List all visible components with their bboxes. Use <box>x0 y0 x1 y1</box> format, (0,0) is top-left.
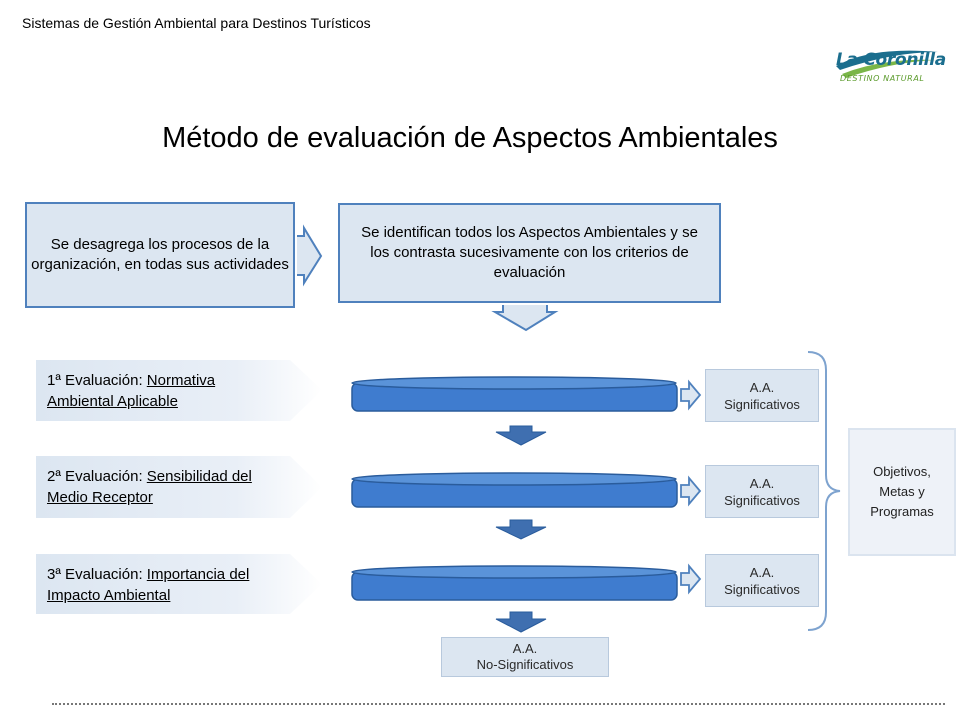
aa-significant-2-line1: A.A. <box>749 475 775 491</box>
eval-2-criterion: Sensibilidad del Medio Receptor <box>47 468 252 506</box>
eval-1-criterion: Normativa Ambiental Aplicable <box>47 372 216 410</box>
aa-significant-3: A.A.Significativos <box>705 554 819 607</box>
arrow-right-2 <box>680 475 702 507</box>
logo-name: La Coronilla <box>836 50 946 70</box>
eval-1-prefix: 1ª Evaluación: <box>47 372 147 389</box>
arrow-down-step <box>491 305 559 332</box>
arrow-down-3 <box>495 611 547 633</box>
outcome-line3: Programas <box>870 504 934 519</box>
page-title: Método de evaluación de Aspectos Ambient… <box>162 122 778 154</box>
arrow-right-3 <box>680 563 702 595</box>
aa-significant-3-line2: Significativos <box>724 581 800 597</box>
logo-mark <box>836 50 938 78</box>
arrow-right-step <box>297 224 323 287</box>
aa-significant-2: A.A.Significativos <box>705 465 819 518</box>
aa-nonsignificant-line2: No-Significativos <box>476 657 574 672</box>
filter-3 <box>351 565 678 601</box>
aa-significant-2-line2: Significativos <box>724 492 800 508</box>
step-identify-text: Se identifican todos los Aspectos Ambien… <box>361 224 698 281</box>
aa-significant-3-line1: A.A. <box>749 564 775 580</box>
step-disaggregate-text: Se desagrega los procesos de la organiza… <box>31 236 289 273</box>
eval-3-criterion: Importancia del Impacto Ambiental <box>47 566 250 604</box>
step-disaggregate-box: Se desagrega los procesos de la organiza… <box>25 202 295 308</box>
logo-wave-green <box>842 59 936 78</box>
aa-significant-1-line1: A.A. <box>749 379 775 395</box>
logo-tagline: DESTINO NATURAL <box>840 74 925 83</box>
arrow-down-2 <box>495 519 547 540</box>
filter-2 <box>351 472 678 508</box>
footer-divider <box>52 703 945 705</box>
logo-wave-blue <box>836 50 938 70</box>
right-brace <box>807 351 841 631</box>
eval-shape-1 <box>36 360 322 421</box>
outcome-box: Objetivos, Metas y Programas <box>848 428 956 556</box>
aa-significant-1-line2: Significativos <box>724 396 800 412</box>
eval-3-label: 3ª Evaluación: Importancia del Impacto A… <box>47 564 282 606</box>
arrow-down-1 <box>495 425 547 446</box>
header-text: Sistemas de Gestión Ambiental para Desti… <box>22 15 371 31</box>
aa-nonsignificant-line1: A.A. <box>512 641 538 656</box>
eval-3-prefix: 3ª Evaluación: <box>47 566 147 583</box>
eval-2-prefix: 2ª Evaluación: <box>47 468 147 485</box>
step-identify-box: Se identifican todos los Aspectos Ambien… <box>338 203 721 303</box>
aa-nonsignificant: A.A.No-Significativos <box>441 637 609 677</box>
aa-significant-1: A.A.Significativos <box>705 369 819 422</box>
eval-shape-3 <box>36 554 322 614</box>
eval-2-label: 2ª Evaluación: Sensibilidad del Medio Re… <box>47 466 287 508</box>
arrow-right-1 <box>680 379 702 411</box>
eval-shape-2 <box>36 456 322 518</box>
eval-1-label: 1ª Evaluación: Normativa Ambiental Aplic… <box>47 370 277 412</box>
outcome-line2: Metas y <box>879 484 925 499</box>
filter-1 <box>351 376 678 412</box>
outcome-line1: Objetivos, <box>873 464 931 479</box>
